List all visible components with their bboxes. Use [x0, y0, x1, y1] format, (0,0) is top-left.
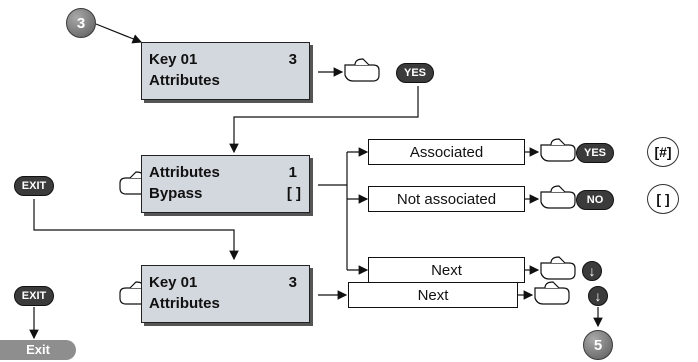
lcd-line1: Attributes [149, 164, 220, 181]
exit-key-icon[interactable]: EXIT [14, 286, 54, 306]
arrow-exit-to-screen3 [33, 199, 239, 261]
step-5-circle: 5 [583, 330, 613, 360]
hand-icon [344, 58, 380, 82]
lcd-bypass-state: [ ] [286, 185, 301, 202]
option-next-return: Next [348, 282, 518, 308]
hand-icon [540, 185, 576, 209]
hand-icon [534, 281, 570, 305]
hand-icon [540, 256, 576, 280]
yes-key-icon[interactable]: YES [396, 63, 434, 83]
lcd-screen-key01-return: Key 01 3 Attributes [141, 265, 310, 323]
lcd-line2: Attributes [149, 295, 220, 312]
option-not-associated: Not associated [368, 186, 525, 212]
option-next: Next [368, 257, 525, 283]
arrow-step3-to-screen1 [95, 23, 143, 44]
step-3-circle: 3 [66, 8, 96, 38]
lcd-screen-attributes: Attributes 1 Bypass [ ] [141, 155, 310, 213]
down-arrow-key-icon[interactable]: ↓ [582, 261, 602, 281]
option-associated: Associated [368, 139, 525, 165]
no-key-icon[interactable]: NO [576, 190, 614, 210]
down-arrow-key-icon[interactable]: ↓ [588, 286, 608, 306]
lcd-line1: Key 01 [149, 51, 198, 68]
indicator-associated: [#] [647, 137, 679, 167]
exit-button[interactable]: Exit [0, 340, 76, 360]
lcd-value: 3 [288, 274, 297, 291]
lcd-line1: Key 01 [149, 274, 198, 291]
lcd-value: 1 [288, 164, 297, 181]
indicator-not-associated: [ ] [647, 184, 679, 214]
arrow-yes-to-screen2 [229, 86, 419, 154]
lcd-line2: Bypass [149, 185, 203, 202]
hand-icon [540, 138, 576, 162]
exit-key-icon[interactable]: EXIT [14, 176, 54, 196]
lcd-screen-key01: Key 01 3 Attributes [141, 42, 310, 100]
lcd-value: 3 [288, 51, 297, 68]
yes-key-icon[interactable]: YES [576, 143, 614, 163]
lcd-line2: Attributes [149, 72, 220, 89]
